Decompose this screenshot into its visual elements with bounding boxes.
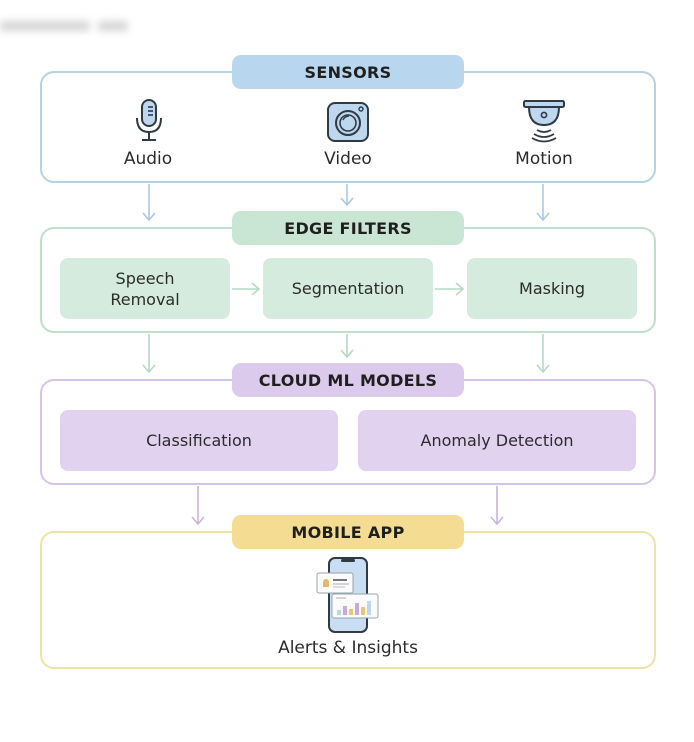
sensor-label-video: Video: [324, 149, 372, 169]
arrowhead: [340, 197, 354, 207]
arrowhead: [536, 364, 550, 374]
sensors-header: SENSORS: [232, 55, 464, 89]
arrowhead: [191, 516, 205, 526]
mobile-label-alerts-insights: Alerts & Insights: [278, 638, 418, 658]
arrowhead: [536, 212, 550, 222]
camera-icon: [326, 101, 370, 147]
cloud-ml-header: CLOUD ML MODELS: [232, 363, 464, 397]
microphone-icon: [133, 98, 165, 148]
sensor-label-motion: Motion: [515, 149, 573, 169]
mobile-phone-icon: [315, 556, 381, 640]
arrowhead: [490, 516, 504, 526]
cloud-box-anomaly-detection: Anomaly Detection: [358, 410, 636, 471]
mobile-app-header: MOBILE APP: [232, 515, 464, 549]
edge-box-segmentation: Segmentation: [263, 258, 433, 319]
arrowhead: [142, 212, 156, 222]
blurred-title: [0, 14, 180, 38]
cloud-box-classification: Classification: [60, 410, 338, 471]
sensor-label-audio: Audio: [123, 149, 173, 169]
edge-box-masking: Masking: [467, 258, 637, 319]
edge-box-speech-removal: Speech Removal: [60, 258, 230, 319]
motion-sensor-icon: [522, 99, 566, 149]
edge-filters-header: EDGE FILTERS: [232, 211, 464, 245]
arrowhead: [142, 364, 156, 374]
arrowhead: [340, 349, 354, 359]
